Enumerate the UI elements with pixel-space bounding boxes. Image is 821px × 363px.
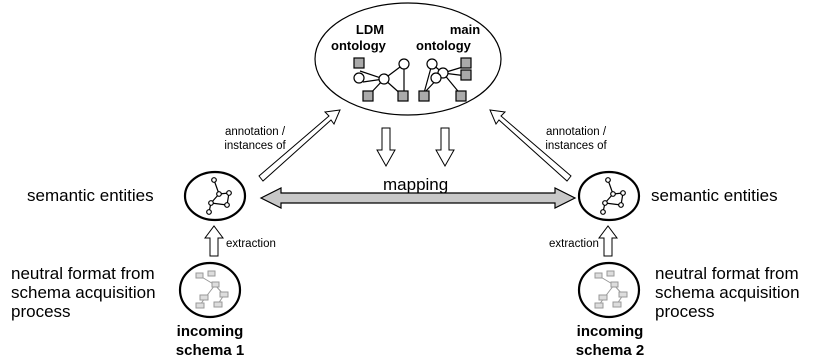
left-neutral-line1: neutral format from	[11, 264, 155, 283]
left-extraction-label: extraction	[226, 238, 276, 250]
mapping-arrow	[259, 187, 577, 209]
ldm-ontology-graph	[353, 57, 410, 102]
right-annotation-line2: instances of	[545, 140, 607, 152]
left-semantic-node	[183, 170, 247, 222]
right-extraction-label: extraction	[549, 238, 599, 250]
right-annotation-line1: annotation /	[545, 126, 607, 138]
right-schema-line1: incoming	[576, 323, 644, 340]
main-label-line2: ontology	[416, 38, 471, 53]
left-neutral-line3: process	[11, 302, 71, 321]
right-semantic-label: semantic entities	[651, 186, 778, 205]
right-neutral-line1: neutral format from	[655, 264, 799, 283]
right-neutral-line2: schema acquisition	[655, 283, 800, 302]
left-schema-line1: incoming	[176, 323, 244, 340]
down-arrows	[376, 127, 455, 168]
ldm-label-line2: ontology	[331, 38, 386, 53]
main-ontology-graph	[418, 57, 472, 102]
left-annotation-line2: instances of	[224, 140, 286, 152]
right-neutral-line3: process	[655, 302, 715, 321]
left-semantic-label: semantic entities	[27, 186, 154, 205]
mapping-label: mapping	[383, 175, 449, 194]
left-neutral-line2: schema acquisition	[11, 283, 156, 302]
extraction-arrows	[204, 225, 618, 257]
ldm-label-line1: LDM	[355, 22, 385, 37]
right-schema-node	[577, 261, 641, 319]
right-semantic-node	[577, 170, 641, 222]
left-annotation-line1: annotation /	[224, 126, 286, 138]
left-schema-node	[178, 261, 242, 319]
right-schema-line2: schema 2	[575, 342, 645, 359]
main-label-line1: main	[449, 22, 481, 37]
left-schema-line2: schema 1	[175, 342, 245, 359]
annotation-arrows	[258, 109, 572, 182]
